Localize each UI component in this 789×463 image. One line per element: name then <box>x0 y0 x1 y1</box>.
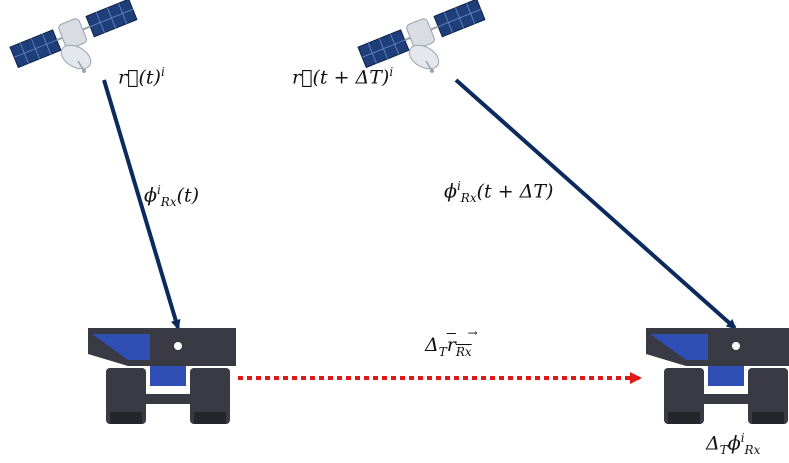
satellite-icon <box>9 0 138 75</box>
receiver-icon <box>88 328 236 424</box>
phase-diff-label: ΔTϕiRx <box>706 431 761 458</box>
position-label-t-dt: r⃗(t + ΔT)i <box>292 65 394 89</box>
signal-line-t-dt <box>454 78 737 330</box>
phase-label-t: ϕiRx(t) <box>144 183 200 210</box>
position-label-t: r⃗(t)i <box>118 65 165 89</box>
satellite-icon <box>357 0 486 75</box>
displacement-label: ΔTrRx→ <box>425 326 478 359</box>
phase-label-t-dt: ϕiRx(t + ΔT) <box>444 179 554 206</box>
signal-line-t <box>102 79 181 330</box>
receiver-icon <box>646 328 789 424</box>
